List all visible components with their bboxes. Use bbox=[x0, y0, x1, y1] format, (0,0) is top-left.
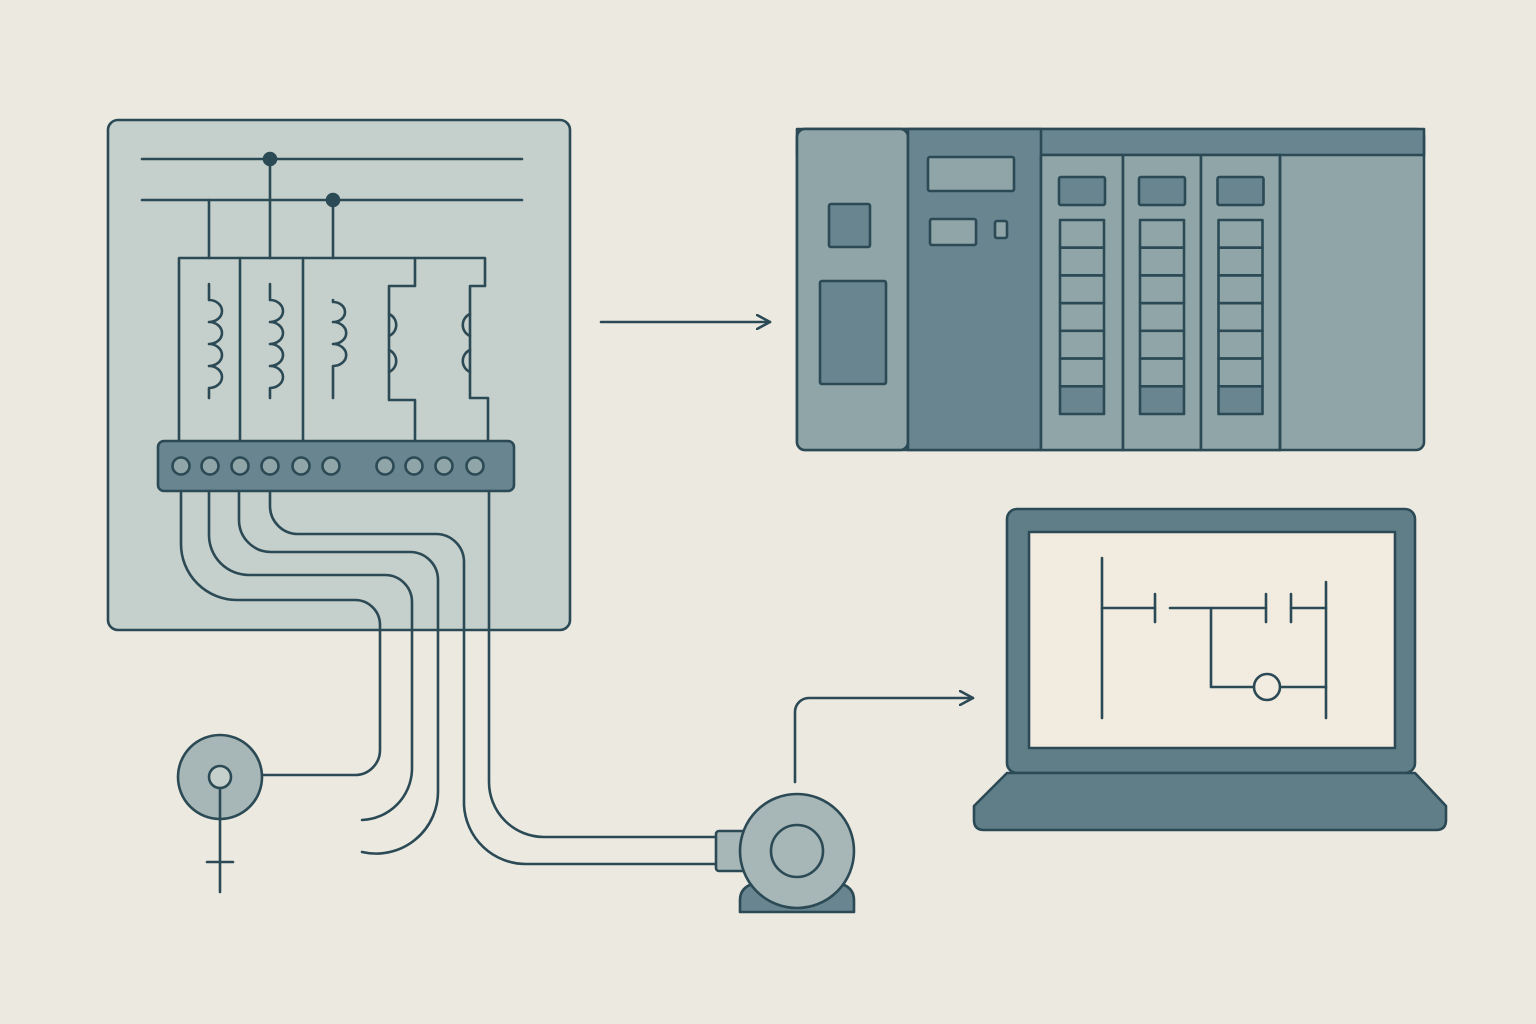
plc-io-modules bbox=[1039, 153, 1282, 452]
wire bbox=[487, 489, 718, 839]
io-led bbox=[1138, 301, 1186, 333]
io-led bbox=[1058, 329, 1106, 360]
terminal-screw bbox=[171, 456, 191, 476]
contact-element bbox=[387, 312, 398, 338]
arrow-right-icon bbox=[793, 698, 975, 784]
terminal-screws bbox=[171, 456, 485, 476]
wire bbox=[207, 489, 414, 822]
plc-io-module bbox=[1121, 153, 1203, 452]
io-led bbox=[1058, 384, 1106, 416]
terminal-screw bbox=[200, 456, 220, 476]
io-module-label bbox=[1216, 175, 1265, 207]
terminal-screw bbox=[291, 456, 311, 476]
plc-rack-icon bbox=[795, 127, 1426, 452]
ladder-branch bbox=[1209, 606, 1255, 689]
sensor-icon bbox=[176, 733, 264, 894]
io-led bbox=[1138, 218, 1186, 250]
plc-io-module bbox=[1039, 153, 1125, 452]
relay-coil bbox=[268, 282, 285, 400]
io-led bbox=[1058, 357, 1106, 388]
io-led bbox=[1058, 246, 1106, 277]
terminal-screw bbox=[404, 456, 424, 476]
wire bbox=[179, 489, 382, 777]
io-module-label bbox=[1137, 175, 1187, 207]
terminal-screw bbox=[321, 456, 341, 476]
io-led bbox=[1217, 274, 1264, 305]
io-led bbox=[1138, 357, 1186, 388]
io-led bbox=[1217, 218, 1264, 250]
terminal-screw bbox=[434, 456, 454, 476]
panel-enclosure bbox=[106, 118, 572, 632]
io-led bbox=[1217, 329, 1264, 360]
relay-divider bbox=[387, 256, 417, 442]
electric-motor-icon bbox=[714, 792, 856, 914]
contact-element bbox=[461, 312, 472, 338]
terminal-screw bbox=[375, 456, 395, 476]
io-led bbox=[1217, 384, 1264, 416]
cpu-display bbox=[926, 155, 1016, 193]
sensor-eye bbox=[207, 764, 233, 790]
contact-element bbox=[387, 348, 398, 374]
laptop-icon bbox=[972, 507, 1448, 832]
contact-element bbox=[461, 348, 472, 374]
power-indicator bbox=[827, 202, 872, 249]
relay-block-outline bbox=[177, 256, 490, 442]
power-terminal-cover bbox=[818, 279, 888, 386]
plc-io-module bbox=[1199, 153, 1282, 452]
io-led bbox=[1217, 357, 1264, 388]
io-led bbox=[1058, 301, 1106, 333]
relay-coil bbox=[331, 298, 348, 400]
io-module-label bbox=[1057, 175, 1107, 207]
motor-rotor bbox=[769, 823, 825, 879]
terminal-screw bbox=[260, 456, 280, 476]
io-led bbox=[1138, 384, 1186, 416]
io-led bbox=[1138, 274, 1186, 305]
cpu-port bbox=[928, 217, 978, 247]
io-led bbox=[1058, 218, 1106, 250]
laptop-base bbox=[972, 771, 1448, 832]
terminal-screw bbox=[230, 456, 250, 476]
cpu-led bbox=[993, 219, 1009, 240]
ladder-logic-icon bbox=[1100, 556, 1328, 720]
io-led bbox=[1217, 301, 1264, 333]
terminal-screw bbox=[465, 456, 485, 476]
wire bbox=[237, 489, 440, 855]
io-led bbox=[1058, 274, 1106, 305]
wire bbox=[268, 489, 718, 866]
relay-coil bbox=[207, 282, 224, 400]
io-led bbox=[1138, 246, 1186, 277]
io-led bbox=[1217, 246, 1264, 277]
io-led bbox=[1138, 329, 1186, 360]
electrical-control-panel-icon bbox=[106, 118, 718, 866]
